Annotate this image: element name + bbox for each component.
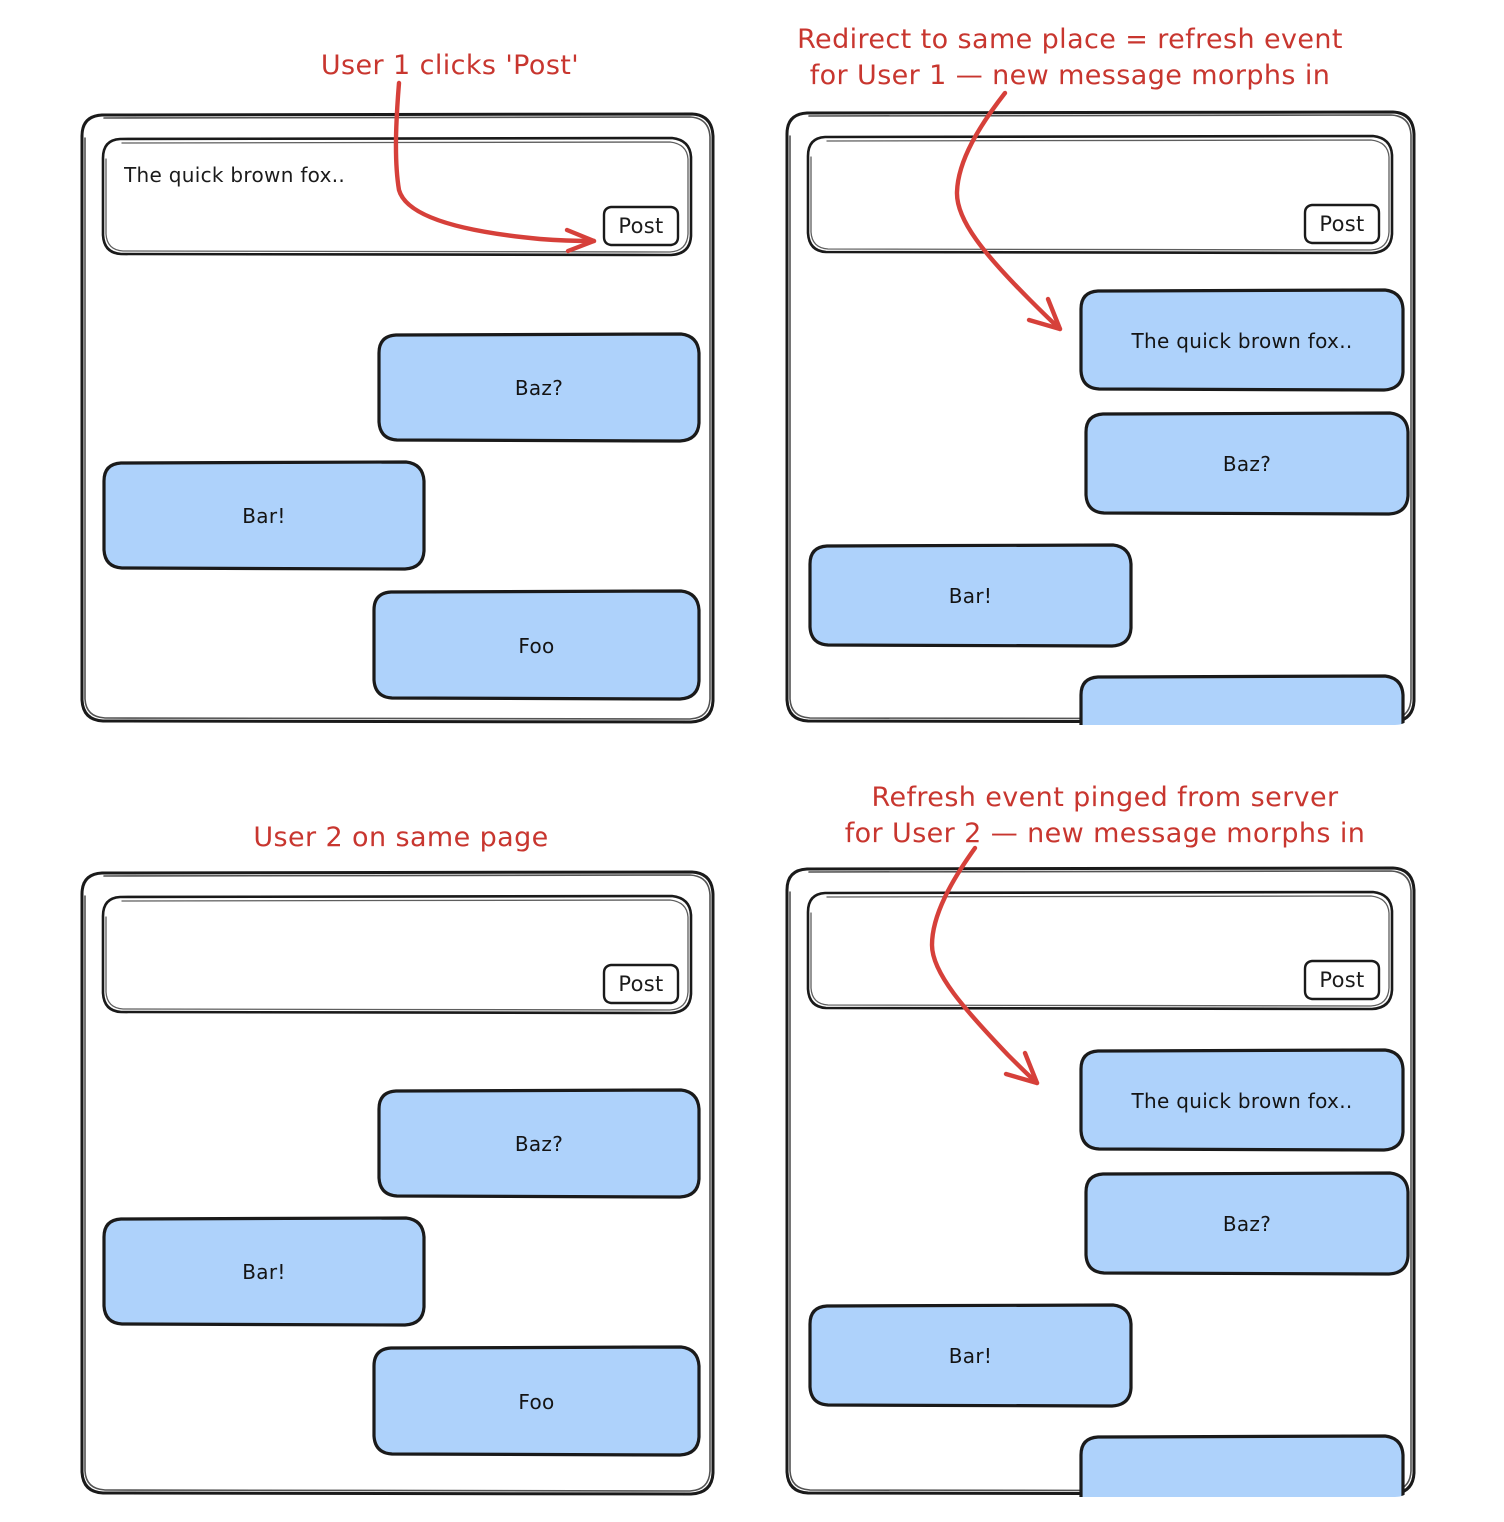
post-button-border (1303, 203, 1381, 245)
message-bubble: The quick brown fox.. (1078, 1047, 1406, 1154)
composer-user1-after: Post (805, 133, 1395, 257)
message-bubble: Baz? (376, 331, 702, 445)
annotation-refresh-pinged-user2: Refresh event pinged from server for Use… (844, 782, 1366, 850)
annotation-user1-clicks-post: User 1 clicks 'Post' (320, 50, 580, 81)
message-bubble: The quick brown fox.. (1078, 287, 1406, 394)
message-list-user1-after: The quick brown fox.. Baz? Bar! (793, 277, 1411, 725)
post-button-user1-before[interactable]: Post (602, 205, 680, 247)
message-text: Baz? (514, 1132, 564, 1156)
app-window-user1-before: The quick brown fox.. Post Baz? (78, 111, 716, 725)
post-button-user2-before[interactable]: Post (602, 963, 680, 1005)
post-button-label: Post (618, 214, 664, 238)
message-text: The quick brown fox.. (1131, 1088, 1353, 1113)
message-list-user2-before: Baz? Bar! Foo (88, 1037, 708, 1497)
post-button-label: Post (1319, 212, 1365, 236)
post-button-border (602, 205, 680, 247)
message-list-user2-after: The quick brown fox.. Baz? Bar! (793, 1033, 1411, 1497)
post-button-user1-after[interactable]: Post (1303, 203, 1381, 245)
post-button-user2-after[interactable]: Post (1303, 959, 1381, 1001)
message-bubble: Foo (371, 1344, 702, 1459)
message-text: Foo (518, 1389, 555, 1414)
message-text: Bar! (242, 504, 286, 528)
post-button-label: Post (1319, 968, 1365, 992)
message-bubble: Bar! (807, 1302, 1134, 1410)
message-bubble (1078, 1433, 1406, 1497)
app-window-user1-after: Post The quick brown fox.. Baz? (783, 109, 1417, 725)
message-text (1078, 673, 1406, 725)
app-window-user2-after: Post The quick brown fox.. Baz? (783, 865, 1417, 1497)
message-text: Foo (518, 633, 555, 658)
message-bubble: Baz? (1083, 410, 1411, 518)
message-text: Bar! (948, 1344, 993, 1368)
composer-user2-before: Post (100, 893, 694, 1017)
message-text: Baz? (1222, 1212, 1272, 1236)
message-bubble (1078, 673, 1406, 725)
message-bubble: Baz? (1083, 1170, 1411, 1278)
message-bubble: Bar! (101, 1215, 427, 1329)
message-text: Bar! (948, 584, 993, 608)
message-text: The quick brown fox.. (1131, 328, 1353, 353)
annotation-redirect-refresh-user1: Redirect to same place = refresh event f… (797, 24, 1343, 92)
message-text: Bar! (242, 1260, 286, 1284)
post-button-label: Post (618, 972, 664, 996)
composer-input-user1-before[interactable]: The quick brown fox.. (124, 163, 346, 187)
message-text (1078, 1433, 1406, 1497)
message-bubble: Foo (371, 588, 702, 703)
post-button-border (1303, 959, 1381, 1001)
message-text: Baz? (1222, 452, 1272, 476)
post-button-border (602, 963, 680, 1005)
message-bubble: Bar! (101, 459, 427, 573)
annotation-user2-same-page: User 2 on same page (253, 822, 549, 853)
composer-user2-after: Post (805, 889, 1395, 1013)
message-list-user1-before: Baz? Bar! Foo (88, 279, 708, 725)
app-window-user2-before: Post Baz? Bar! (78, 869, 716, 1497)
message-text: Baz? (514, 376, 564, 400)
composer-user1-before: The quick brown fox.. Post (100, 135, 694, 259)
message-bubble: Baz? (376, 1087, 702, 1201)
message-bubble: Bar! (807, 542, 1134, 650)
